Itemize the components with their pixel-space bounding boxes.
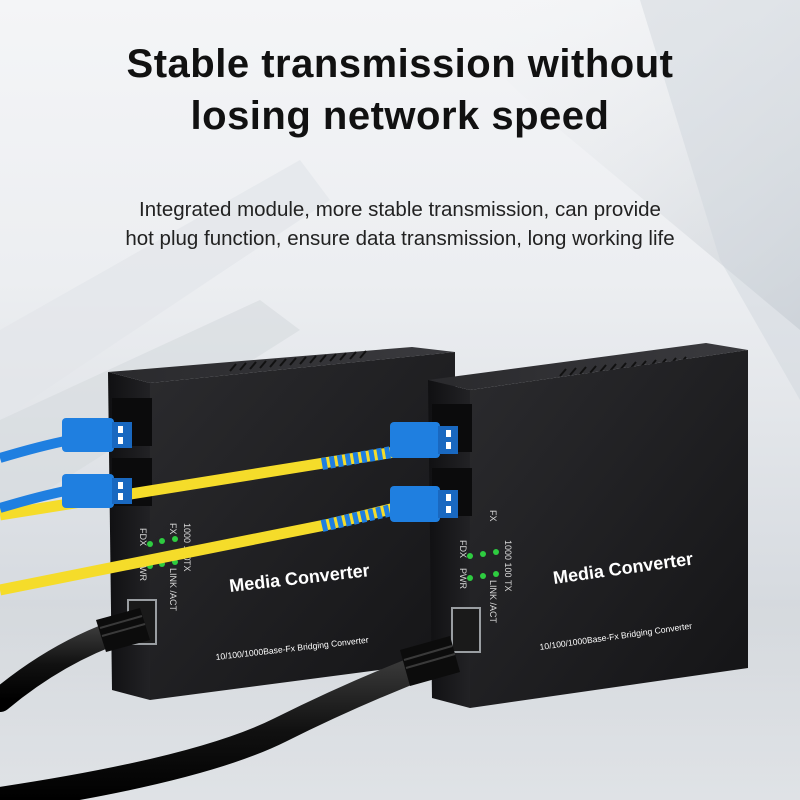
media-converter-right: FX 1000 100 FDX PWR TX LINK /ACT Media C… bbox=[428, 343, 748, 708]
fiber-boot-blue bbox=[320, 446, 394, 470]
headline: Stable transmission without losing netwo… bbox=[0, 38, 800, 142]
led-label-pwr: PWR bbox=[138, 560, 148, 581]
led-fx bbox=[159, 538, 165, 544]
led-label-fdx: FDX bbox=[138, 528, 148, 546]
rj45-port bbox=[451, 607, 481, 653]
led-label-speed: 1000 100 bbox=[182, 523, 192, 561]
sc-connector-left-top bbox=[62, 418, 132, 452]
led-label-link: LINK /ACT bbox=[488, 580, 498, 624]
vent-slots bbox=[229, 350, 367, 372]
led-label-tx: TX bbox=[503, 580, 513, 592]
sc-connector-right-top bbox=[390, 422, 458, 458]
ethernet-cable bbox=[0, 647, 453, 800]
led-label-tx: TX bbox=[182, 560, 192, 572]
status-leds bbox=[147, 536, 178, 569]
led-label-fdx: FDX bbox=[458, 540, 468, 558]
led-label-pwr: PWR bbox=[458, 568, 468, 589]
fiber-boot-blue bbox=[320, 504, 394, 532]
rj45-plug bbox=[96, 608, 150, 652]
headline-line-2: losing network speed bbox=[190, 94, 610, 138]
led-link bbox=[480, 573, 486, 579]
status-leds bbox=[467, 549, 499, 581]
led-label-fx: FX bbox=[488, 510, 498, 522]
device-front-face bbox=[470, 350, 748, 708]
led-fdx bbox=[147, 541, 153, 547]
fiber-boot-blue bbox=[0, 435, 71, 463]
subheading-line-1: Integrated module, more stable transmiss… bbox=[139, 198, 661, 221]
media-converter-left: FX 1000 100 FDX PWR TX LINK /ACT Media C… bbox=[108, 347, 455, 700]
led-label-speed: 1000 100 bbox=[503, 540, 513, 578]
led-fx bbox=[480, 551, 486, 557]
rj45-plug bbox=[400, 636, 460, 686]
led-tx bbox=[493, 571, 499, 577]
led-label-link: LINK /ACT bbox=[168, 568, 178, 612]
led-speed bbox=[493, 549, 499, 555]
device-top-face bbox=[428, 343, 748, 390]
led-pwr bbox=[467, 575, 473, 581]
sc-connector-right-bottom bbox=[390, 486, 458, 522]
subheading-line-2: hot plug function, ensure data transmiss… bbox=[125, 227, 675, 250]
subheading: Integrated module, more stable transmiss… bbox=[0, 195, 800, 253]
fiber-patch-cables bbox=[0, 418, 458, 596]
led-speed bbox=[172, 536, 178, 542]
ethernet-cables bbox=[0, 608, 460, 800]
led-label-fx: FX bbox=[168, 523, 178, 535]
sc-connector-left-bottom bbox=[62, 474, 132, 508]
headline-line-1: Stable transmission without bbox=[126, 42, 674, 86]
led-fdx bbox=[467, 553, 473, 559]
